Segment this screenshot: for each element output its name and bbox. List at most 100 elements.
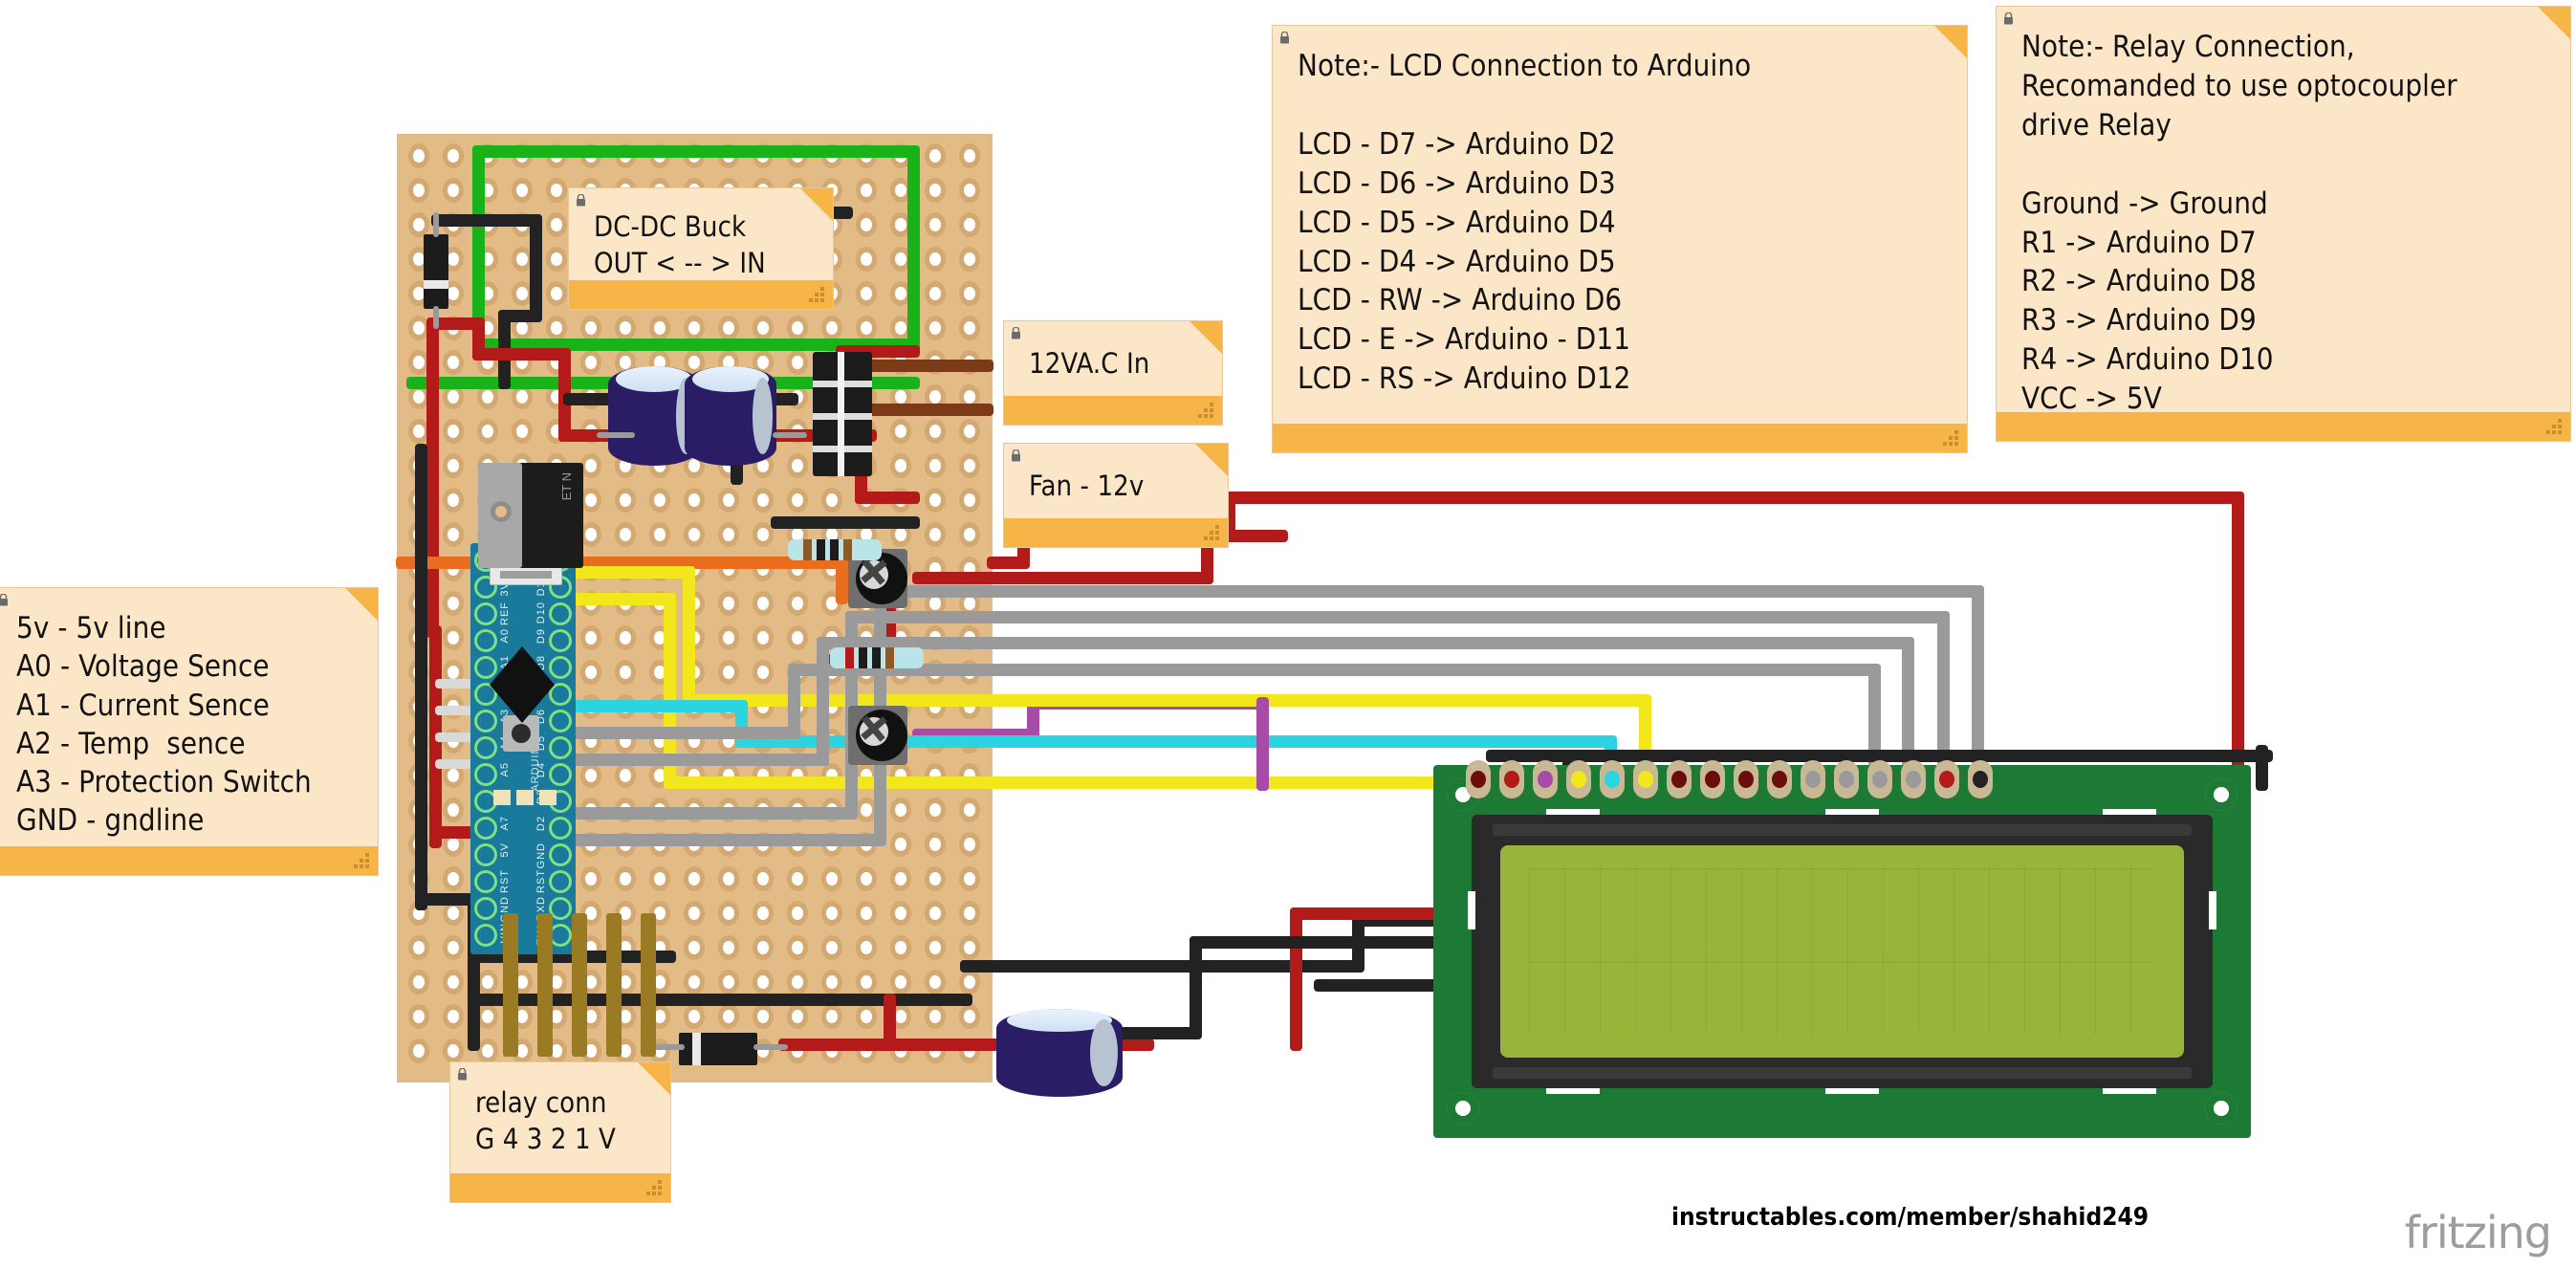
nano-pad-d4[interactable] — [549, 763, 572, 786]
lcd-pin-k[interactable] — [1968, 760, 1993, 798]
arduino-pin-map-note-text: 5v - 5v line A0 - Voltage Sence A1 - Cur… — [16, 611, 312, 839]
nano-pad-d2[interactable] — [549, 817, 572, 840]
nano-pad-d10[interactable] — [549, 602, 572, 625]
lcd-pin-a[interactable] — [1934, 760, 1959, 798]
wire-red-lcd-a — [1289, 907, 1302, 1051]
lcd-pin-d0[interactable] — [1667, 760, 1692, 798]
nano-pad-d9[interactable] — [549, 629, 572, 652]
lcd-pin-d3[interactable] — [1767, 760, 1792, 798]
resize-grip-icon[interactable] — [809, 287, 826, 304]
wire-brown-ac-2 — [859, 403, 993, 416]
lcd-pin-vo[interactable] — [1533, 760, 1558, 798]
wire-black-gnd-long — [1189, 935, 1202, 1039]
wire-a0-lead — [435, 679, 475, 689]
lcd-pin-rs[interactable] — [1566, 760, 1591, 798]
nano-pad-a4[interactable] — [474, 736, 497, 759]
lcd-screen — [1500, 845, 2184, 1058]
credit-text: instructables.com/member/shahid249 — [1671, 1203, 2150, 1232]
wire-black-546 — [770, 515, 920, 529]
nano-pad-tx1[interactable] — [549, 924, 572, 947]
wire-red-trimpot1 — [911, 571, 1213, 584]
nano-pad-a0[interactable] — [474, 629, 497, 652]
lock-icon — [1011, 448, 1021, 462]
lcd-pin-vss[interactable] — [1466, 760, 1491, 798]
resize-grip-icon[interactable] — [1204, 525, 1221, 542]
wire-grey-d4 — [816, 636, 829, 766]
ac-input-note[interactable]: 12VA.C In — [1003, 320, 1223, 426]
resistor-r1 — [788, 539, 882, 560]
nano-pad-a7[interactable] — [474, 817, 497, 840]
diode-d1 — [424, 234, 448, 309]
nano-pad-gnd[interactable] — [474, 897, 497, 920]
nano-pad-d8[interactable] — [549, 656, 572, 679]
lock-icon — [1011, 326, 1021, 339]
relay-pin-g[interactable] — [503, 913, 518, 1057]
lcd-mount-hole-bl — [1447, 1092, 1479, 1125]
nano-pad-label-r-rst: RST — [535, 869, 547, 893]
nano-pad-ref[interactable] — [474, 602, 497, 625]
relay-connector-note-text: relay conn G 4 3 2 1 V — [475, 1086, 616, 1155]
arduino-nano[interactable]: D133V3REFA0A1A2A3A4A5A6A75VRSTGNDVIN D12… — [470, 543, 576, 954]
note-footer — [1997, 412, 2570, 441]
resize-grip-icon[interactable] — [646, 1180, 664, 1197]
lcd-pin-d7[interactable] — [1901, 760, 1926, 798]
resize-grip-icon[interactable] — [1198, 403, 1215, 420]
nano-pad-rxd[interactable] — [549, 897, 572, 920]
lcd-pin-vdd[interactable] — [1499, 760, 1524, 798]
resize-grip-icon[interactable] — [2546, 419, 2564, 436]
cap-c1-lead — [597, 432, 635, 438]
relay-pin-3[interactable] — [572, 913, 587, 1057]
note-footer — [569, 280, 833, 309]
nano-pad-a1[interactable] — [474, 656, 497, 679]
wire-grey-d5 — [564, 726, 800, 739]
resistor-r2 — [830, 647, 924, 668]
nano-pad-d6[interactable] — [549, 710, 572, 732]
wire-grey-d3 — [1936, 610, 1950, 791]
nano-led-pwr — [493, 790, 511, 805]
relay-pin-1[interactable] — [641, 913, 656, 1057]
lcd-pin-d4[interactable] — [1801, 760, 1825, 798]
wire-cyan-d6-rw — [734, 734, 1617, 748]
relay-connector-note[interactable]: relay conn G 4 3 2 1 V — [449, 1061, 671, 1203]
relay-connection-note-text: Note:- Relay Connection, Recomanded to u… — [2021, 30, 2457, 417]
fan-note[interactable]: Fan - 12v — [1003, 443, 1229, 548]
nano-pad-a3[interactable] — [474, 710, 497, 732]
nano-pad-gnd[interactable] — [549, 843, 572, 866]
lcd-pin-rw[interactable] — [1600, 760, 1625, 798]
lcd-pin-d5[interactable] — [1834, 760, 1859, 798]
nano-pad-5v[interactable] — [474, 843, 497, 866]
lcd-pin-d1[interactable] — [1700, 760, 1725, 798]
lcd-pin-d6[interactable] — [1867, 760, 1892, 798]
relay-pin-4[interactable] — [537, 913, 553, 1057]
nano-reset-button[interactable] — [503, 715, 539, 752]
nano-pad-label-a7: A7 — [499, 816, 511, 831]
lock-icon — [457, 1067, 468, 1081]
resize-grip-icon[interactable] — [354, 853, 371, 870]
nano-pad-rst[interactable] — [474, 870, 497, 893]
dc-dc-buck-note[interactable]: DC-DC Buck OUT < -- > IN — [568, 187, 834, 310]
lcd-clip-t3 — [2103, 809, 2156, 817]
wire-red-to-right — [854, 491, 920, 504]
lcd-pin-d2[interactable] — [1734, 760, 1758, 798]
wire-grey-d4 — [564, 753, 829, 766]
relay-pin-2[interactable] — [606, 913, 622, 1057]
wire-yellow-d12-rs — [682, 565, 695, 707]
wire-black-lcd-top2 — [1485, 749, 2024, 762]
arduino-pin-map-note[interactable]: 5v - 5v line A0 - Voltage Sence A1 - Cur… — [0, 587, 379, 876]
lcd-connection-note[interactable]: Note:- LCD Connection to Arduino LCD - D… — [1272, 25, 1968, 453]
nano-pad-rst[interactable] — [549, 870, 572, 893]
trimpot-2[interactable] — [848, 706, 907, 765]
note-footer — [0, 846, 378, 875]
lcd-pin-e[interactable] — [1633, 760, 1658, 798]
lock-icon — [0, 593, 9, 606]
nano-pad-a5[interactable] — [474, 763, 497, 786]
nano-pad-d5[interactable] — [549, 736, 572, 759]
nano-pad-vin[interactable] — [474, 924, 497, 947]
nano-left-header: D133V3REFA0A1A2A3A4A5A6A75VRSTGNDVIN — [470, 543, 511, 954]
resize-grip-icon[interactable] — [1943, 430, 1960, 448]
wire-green-mid — [471, 338, 920, 351]
relay-connection-note[interactable]: Note:- Relay Connection, Recomanded to u… — [1996, 6, 2571, 442]
note-footer — [1273, 424, 1967, 452]
rect-divider — [838, 352, 844, 476]
wire-red-bottom-join — [883, 993, 896, 1051]
